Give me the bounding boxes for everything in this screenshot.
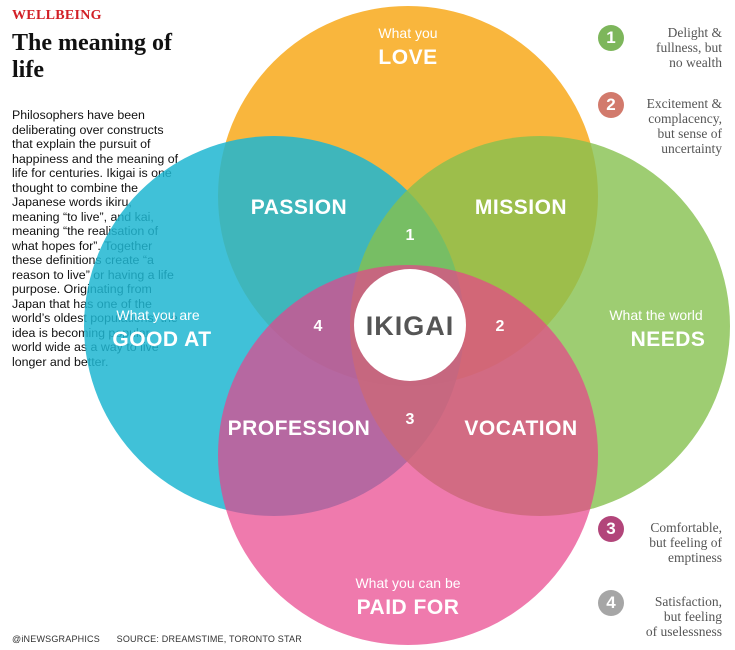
legend-number-badge: 2 [598,92,624,118]
legend-text-line: fullness, but [656,40,722,55]
legend-text-line: complacency, [648,111,722,126]
overlap-number-2: 2 [496,318,505,335]
love-small-label: What you [378,25,437,41]
footer: @iNEWSGRAPHICS SOURCE: DREAMSTIME, TORON… [12,634,316,644]
legend-text-line: but feeling of [649,535,722,550]
footer-credit: @iNEWSGRAPHICS [12,634,100,644]
passion-label: PASSION [251,196,347,219]
paid-for-big-label: PAID FOR [357,596,460,619]
paid-for-small-label: What you can be [355,575,460,591]
vocation-label: VOCATION [464,417,577,440]
mission-label: MISSION [475,196,567,219]
footer-source: SOURCE: DREAMSTIME, TORONTO STAR [116,634,302,644]
legend-number-badge: 4 [598,590,624,616]
ikigai-center-shape [354,269,466,381]
overlap-number-4: 4 [314,318,323,335]
needs-small-label: What the world [609,307,702,323]
legend-text-line: but feeling [663,609,722,624]
legend-text-line: of uselessness [645,624,722,639]
good-at-big-label: GOOD AT [112,328,211,351]
legend-text-line: Delight & [667,25,722,40]
profession-label: PROFESSION [228,417,371,440]
overlap-number-3: 3 [406,411,415,428]
legend-text-line: but sense of [657,126,723,141]
page-title: The meaning of life [12,30,173,83]
love-big-label: LOVE [378,46,437,69]
legend-text-line: no wealth [669,55,722,70]
legend-number-badge: 1 [598,25,624,51]
good-at-small-label: What you are [116,307,199,323]
legend-text-line: emptiness [668,550,722,565]
ikigai-label: IKIGAI [366,311,455,341]
intro-paragraph: Philosophers have been deliberating over… [12,108,179,369]
circle-paid-for [218,265,598,645]
legend-text-line: Comfortable, [650,520,722,535]
legend-text-line: uncertainty [661,141,722,156]
needs-big-label: NEEDS [631,328,706,351]
legend-text-line: Excitement & [646,96,722,111]
legend-text-line: Satisfaction, [654,594,722,609]
legend-number-badge: 3 [598,516,624,542]
section-kicker: WELLBEING [12,8,102,23]
overlap-number-1: 1 [406,227,415,244]
